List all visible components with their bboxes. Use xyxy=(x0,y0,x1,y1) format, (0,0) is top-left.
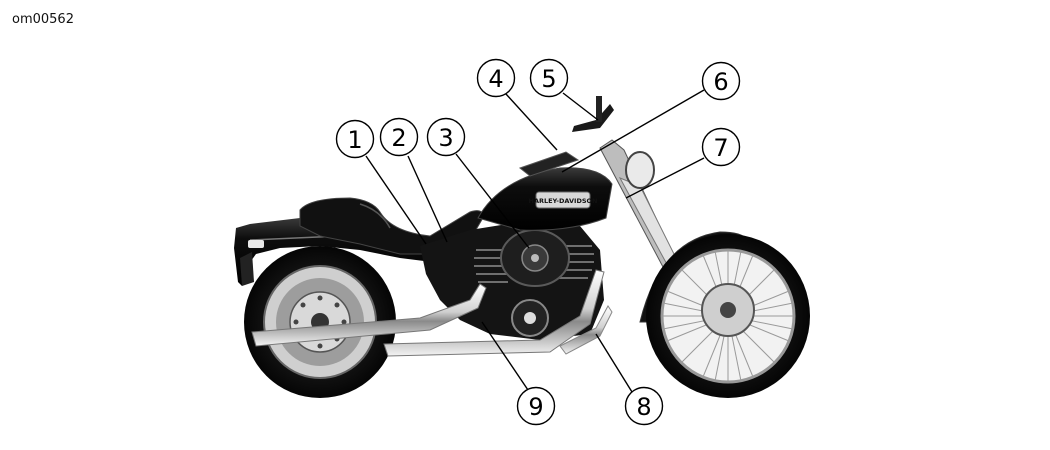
leader-line-3 xyxy=(455,153,530,249)
callout-1-label: 1 xyxy=(347,126,362,154)
leader-line-1 xyxy=(365,155,427,245)
callout-8: 8 xyxy=(624,386,664,426)
callout-3-label: 3 xyxy=(438,124,453,152)
leader-line-2 xyxy=(407,155,448,243)
callout-6: 6 xyxy=(701,61,741,101)
callout-1: 1 xyxy=(335,119,375,159)
fuel-tank: HARLEY-DAVIDSON xyxy=(477,151,613,231)
leader-line-7 xyxy=(625,157,705,199)
leader-line-8 xyxy=(595,333,633,393)
callout-3: 3 xyxy=(426,117,466,157)
callout-7: 7 xyxy=(701,127,741,167)
callout-6-label: 6 xyxy=(713,68,728,96)
callout-4: 4 xyxy=(476,58,516,98)
leader-line-9 xyxy=(481,321,529,391)
callout-9: 9 xyxy=(516,386,556,426)
rear-wheel xyxy=(244,246,396,398)
callout-7-label: 7 xyxy=(713,134,728,162)
callout-5-label: 5 xyxy=(541,65,556,93)
callout-5: 5 xyxy=(529,58,569,98)
leader-lines xyxy=(365,89,705,393)
callout-2: 2 xyxy=(379,117,419,157)
front-wheel xyxy=(646,234,810,398)
tank-logo: HARLEY-DAVIDSON xyxy=(529,197,598,205)
exhaust-pipes xyxy=(251,269,613,357)
callout-8-label: 8 xyxy=(636,393,651,421)
callout-2-label: 2 xyxy=(391,124,406,152)
callout-9-label: 9 xyxy=(528,393,543,421)
callout-4-label: 4 xyxy=(488,65,503,93)
leader-line-6 xyxy=(561,89,705,173)
figure-id: om00562 xyxy=(12,12,74,27)
leader-line-5 xyxy=(562,92,599,121)
leader-line-4 xyxy=(505,93,558,151)
